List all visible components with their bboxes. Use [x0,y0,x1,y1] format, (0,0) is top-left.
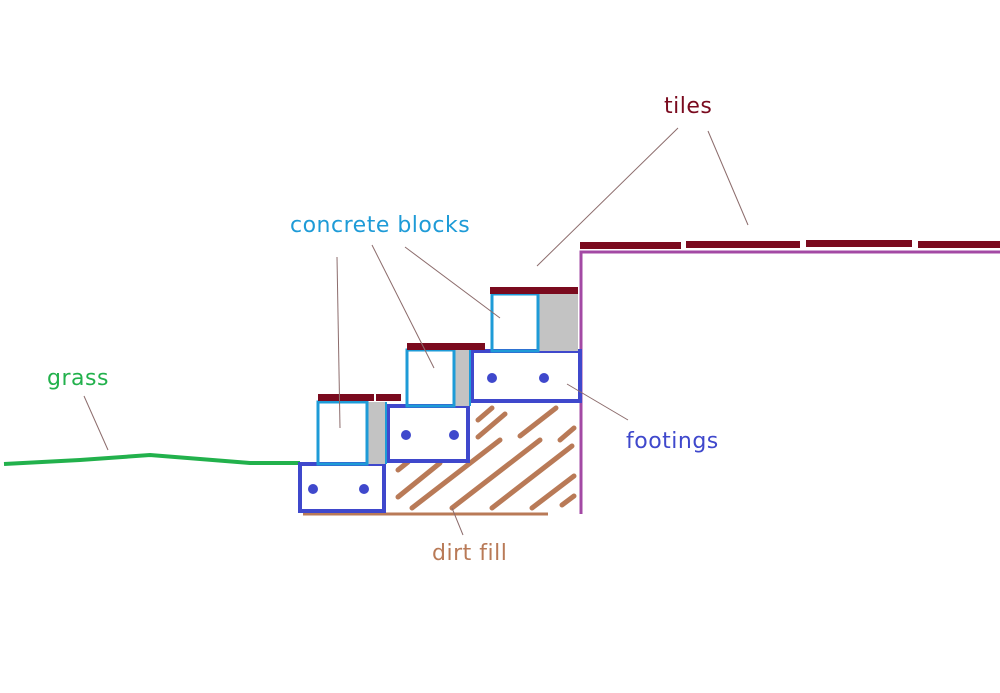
footing-dots [308,373,549,494]
dirt-fill-hatching [395,405,577,511]
blocks-leader-3 [404,246,501,319]
block-3 [490,292,540,353]
mortar-2 [454,350,470,406]
dirt-leader [451,507,464,536]
grass-label: grass [47,366,109,391]
blocks-leader-2 [371,244,435,369]
mortar-3 [538,294,578,351]
concrete-blocks-label: concrete blocks [290,213,470,238]
tiles-label: tiles [664,94,712,119]
footings-label: footings [626,429,719,454]
tiles [318,240,1000,401]
block-1 [316,400,369,466]
blocks-leader-1 [336,256,341,429]
mortar-1 [367,402,386,464]
grass-leader [83,395,109,451]
leader-lines [83,127,749,536]
retaining-wall [579,250,1000,514]
block-2 [405,348,456,408]
footings-leader [566,383,629,421]
dirt-fill-label: dirt fill [432,541,507,566]
tiles-leader-left [536,127,679,267]
tiles-leader-right [707,130,749,226]
grass-line [3,452,300,466]
concrete-blocks [316,292,578,466]
